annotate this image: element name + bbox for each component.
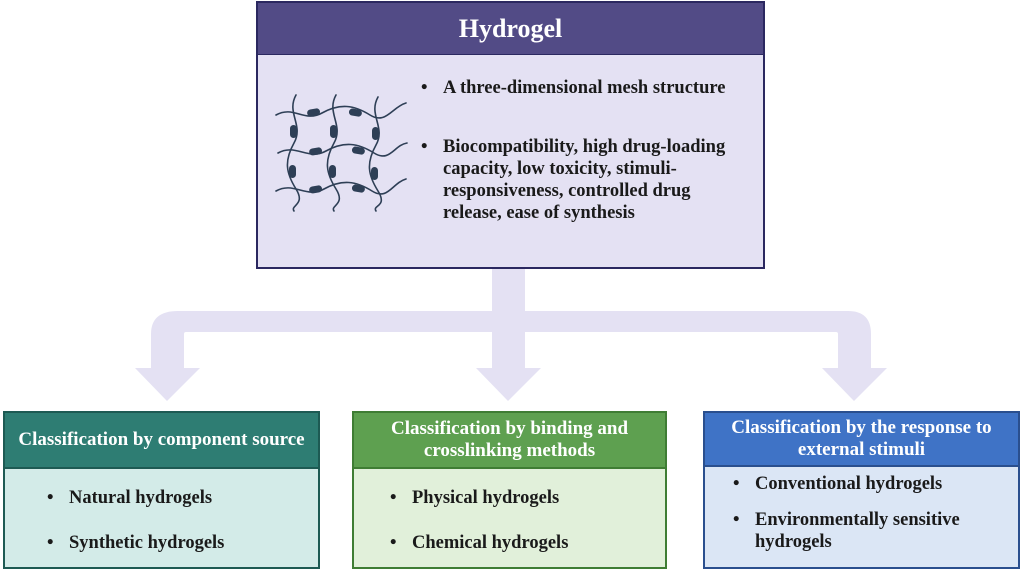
binding-crosslinking-title: Classification by binding and crosslinki… [352,411,667,469]
hydrogel-properties-list: A three-dimensional mesh structure Bioco… [421,77,731,224]
list-item: Chemical hydrogels [390,532,568,554]
hydrogel-description-panel: A three-dimensional mesh structure Bioco… [256,55,765,269]
arrow-middle-shaft [492,320,525,370]
arrow-middle-head [476,368,541,401]
component-source-panel: Natural hydrogels Synthetic hydrogels [3,469,320,569]
arrow-right-shaft [838,334,871,370]
external-stimuli-list: Conventional hydrogels Environmentally s… [733,473,1003,553]
binding-crosslinking-panel: Physical hydrogels Chemical hydrogels [352,469,667,569]
arrow-left-head [135,368,200,401]
component-source-list: Natural hydrogels Synthetic hydrogels [47,487,224,554]
component-source-title: Classification by component source [3,411,320,469]
hydrogel-title: Hydrogel [256,1,765,56]
external-stimuli-panel: Conventional hydrogels Environmentally s… [703,467,1020,569]
list-item: Environmentally sensitive hydrogels [733,509,1003,553]
property-advantages: Biocompatibility, high drug-loading capa… [421,136,731,224]
mesh-network-icon [275,94,408,212]
list-item: Conventional hydrogels [733,473,1003,495]
list-item: Synthetic hydrogels [47,532,224,554]
list-item: Physical hydrogels [390,487,568,509]
arrow-right-head [822,368,887,401]
list-item: Natural hydrogels [47,487,224,509]
binding-crosslinking-list: Physical hydrogels Chemical hydrogels [390,487,568,554]
property-mesh-structure: A three-dimensional mesh structure [421,77,731,99]
external-stimuli-title: Classification by the response to extern… [703,411,1020,467]
arrow-left-shaft [151,334,184,370]
